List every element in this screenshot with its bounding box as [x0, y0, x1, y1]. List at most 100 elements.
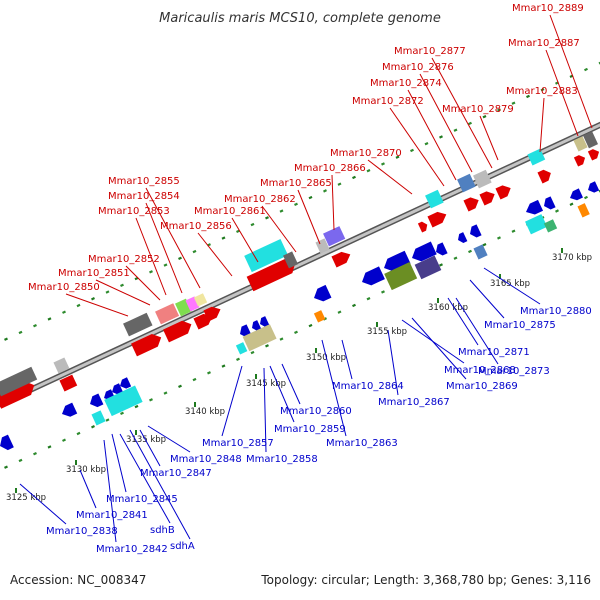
- forward-gene-label: Mmar10_2877: [394, 46, 466, 57]
- reverse-gene-label: Mmar10_2848: [170, 454, 242, 465]
- forward-leader-line: [389, 107, 445, 187]
- forward-gene-label: Mmar10_2865: [260, 178, 332, 189]
- lower-track-dash: [105, 418, 110, 422]
- forward-leader-line: [145, 202, 183, 294]
- gene-shape: [123, 312, 153, 337]
- lower-track-dash: [4, 465, 8, 469]
- lower-track-dash: [439, 263, 443, 267]
- reverse-leader-line: [263, 367, 267, 453]
- forward-gene-label: Mmar10_2862: [224, 194, 296, 205]
- reverse-leader-line: [387, 329, 399, 396]
- gene-box: [414, 255, 442, 280]
- lower-track-dash: [468, 249, 472, 254]
- gene-shape: [163, 320, 192, 343]
- gene-shape: [112, 383, 124, 395]
- reverse-leader-line: [129, 429, 191, 540]
- forward-gene-arrow: [203, 306, 221, 322]
- gene-shape: [362, 266, 385, 286]
- gene-box: [527, 148, 546, 166]
- reverse-gene-arrow: [120, 377, 132, 389]
- gene-shape: [577, 203, 590, 218]
- upper-track-dash: [337, 182, 342, 186]
- gene-shape: [59, 374, 78, 392]
- lower-track-dash: [265, 344, 269, 348]
- forward-gene-arrow: [587, 149, 600, 161]
- upper-track-dash: [497, 108, 501, 112]
- gene-shape: [104, 385, 143, 417]
- reverse-gene-arrow: [526, 199, 544, 215]
- lower-track-dash: [47, 445, 52, 449]
- gene-box: [525, 214, 548, 235]
- forward-leader-line: [331, 174, 335, 231]
- gene-shape: [417, 221, 428, 233]
- reverse-leader-line: [19, 483, 67, 525]
- lower-track-dash: [352, 303, 356, 308]
- gene-shape: [414, 255, 442, 280]
- reverse-gene-arrow: [412, 241, 437, 262]
- gene-shape: [260, 316, 270, 328]
- tick-label: 3130 kbp: [66, 465, 106, 475]
- forward-gene-label: Mmar10_2870: [330, 148, 402, 159]
- forward-leader-line: [545, 49, 579, 137]
- forward-gene-arrow: [495, 185, 511, 200]
- forward-gene-label: Mmar10_2854: [108, 191, 180, 202]
- genome-axis: [0, 121, 600, 408]
- gene-shape: [244, 238, 289, 273]
- reverse-gene-arrow: [470, 224, 482, 238]
- map-title: Maricaulis maris MCS10, complete genome: [159, 11, 441, 26]
- genome-summary-text: Topology: circular; Length: 3,368,780 bp…: [261, 573, 591, 587]
- forward-leader-line: [431, 57, 493, 169]
- tick-label: 3155 kbp: [367, 327, 407, 337]
- gene-shape: [235, 342, 248, 355]
- reverse-gene-arrow: [314, 284, 332, 302]
- reverse-gene-label: Mmar10_2842: [96, 544, 168, 555]
- forward-gene-arrow: [163, 320, 192, 343]
- upper-track-dash: [76, 303, 81, 308]
- upper-track-dash: [308, 195, 313, 200]
- reverse-leader-line: [411, 317, 467, 380]
- lower-track-dash: [178, 384, 182, 388]
- gene-shape: [479, 191, 495, 206]
- forward-gene-label: Mmar10_2887: [508, 38, 580, 49]
- gene-shape: [203, 306, 221, 322]
- reverse-leader-line: [483, 267, 541, 305]
- gene-box: [0, 366, 38, 397]
- forward-gene-arrow: [573, 155, 586, 167]
- upper-track-dash: [221, 236, 226, 240]
- tick-label: 3170 kbp: [552, 253, 592, 263]
- tick-label: 3140 kbp: [185, 407, 225, 417]
- upper-track-dash: [439, 135, 443, 139]
- forward-leader-line: [407, 89, 457, 181]
- forward-leader-line: [125, 265, 161, 301]
- upper-track-dash: [482, 115, 487, 119]
- gene-shape: [252, 320, 262, 332]
- forward-gene-arrow: [479, 191, 495, 206]
- gene-shape: [193, 293, 208, 307]
- gene-box: [242, 324, 277, 352]
- gene-shape: [412, 241, 437, 262]
- forward-leader-line: [95, 279, 151, 306]
- gene-shape: [457, 173, 476, 193]
- reverse-leader-line: [455, 297, 499, 365]
- forward-gene-label: Mmar10_2853: [98, 206, 170, 217]
- forward-gene-arrow: [246, 258, 296, 292]
- reverse-leader-line: [469, 279, 505, 319]
- upper-track-dash: [178, 256, 182, 260]
- forward-leader-line: [297, 189, 321, 245]
- gene-shape: [573, 136, 588, 152]
- reverse-gene-label: Mmar10_2857: [202, 438, 274, 449]
- lower-track-dash: [221, 364, 226, 368]
- upper-track-dash: [381, 162, 385, 166]
- gene-shape: [495, 185, 511, 200]
- upper-track-dash: [540, 88, 545, 92]
- gene-box: [53, 357, 70, 374]
- forward-gene-arrow: [463, 197, 479, 212]
- reverse-gene-label: sdhA: [170, 541, 195, 552]
- gene-box: [384, 262, 418, 291]
- lower-track-dash: [294, 330, 298, 335]
- reverse-gene-arrow: [588, 181, 600, 193]
- reverse-gene-label: Mmar10_2863: [326, 438, 398, 449]
- gene-shape: [246, 258, 296, 292]
- forward-leader-line: [549, 14, 593, 129]
- gene-shape: [62, 402, 78, 417]
